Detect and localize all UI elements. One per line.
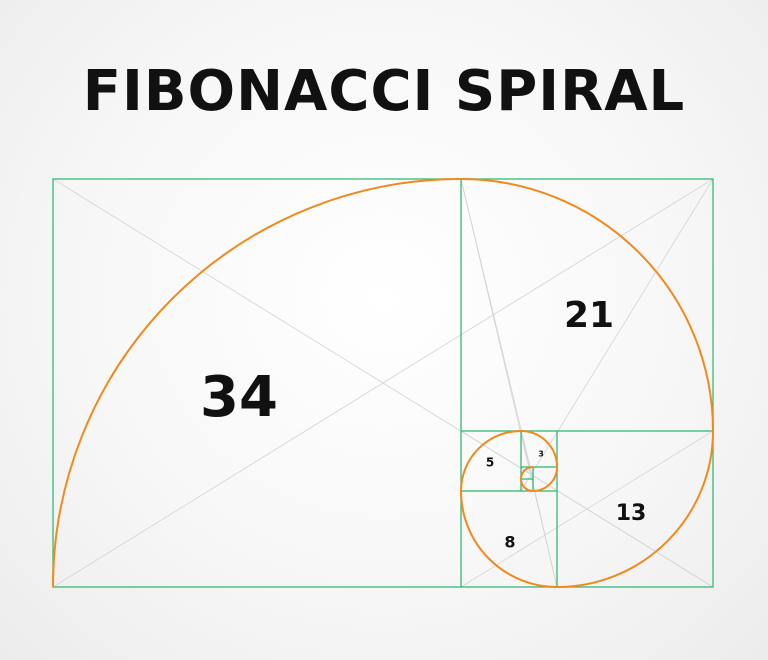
square-label-8: 8 [504, 533, 515, 552]
square-label-3: 3 [538, 450, 544, 459]
fibonacci-square-1-b [520, 466, 534, 480]
guide-line [520, 178, 714, 492]
guide-line [460, 178, 534, 480]
square-label-13: 13 [616, 501, 647, 526]
golden-spiral [52, 177, 715, 589]
fibonacci-squares [52, 178, 714, 588]
page-title: FIBONACCI SPIRAL [82, 59, 686, 124]
guide-line [520, 430, 558, 588]
guide-line [460, 430, 714, 588]
square-label-21: 21 [564, 295, 614, 336]
guide-line [52, 178, 714, 588]
guide-lines [52, 178, 714, 588]
square-label-34: 34 [200, 365, 278, 430]
square-label-5: 5 [486, 456, 494, 470]
